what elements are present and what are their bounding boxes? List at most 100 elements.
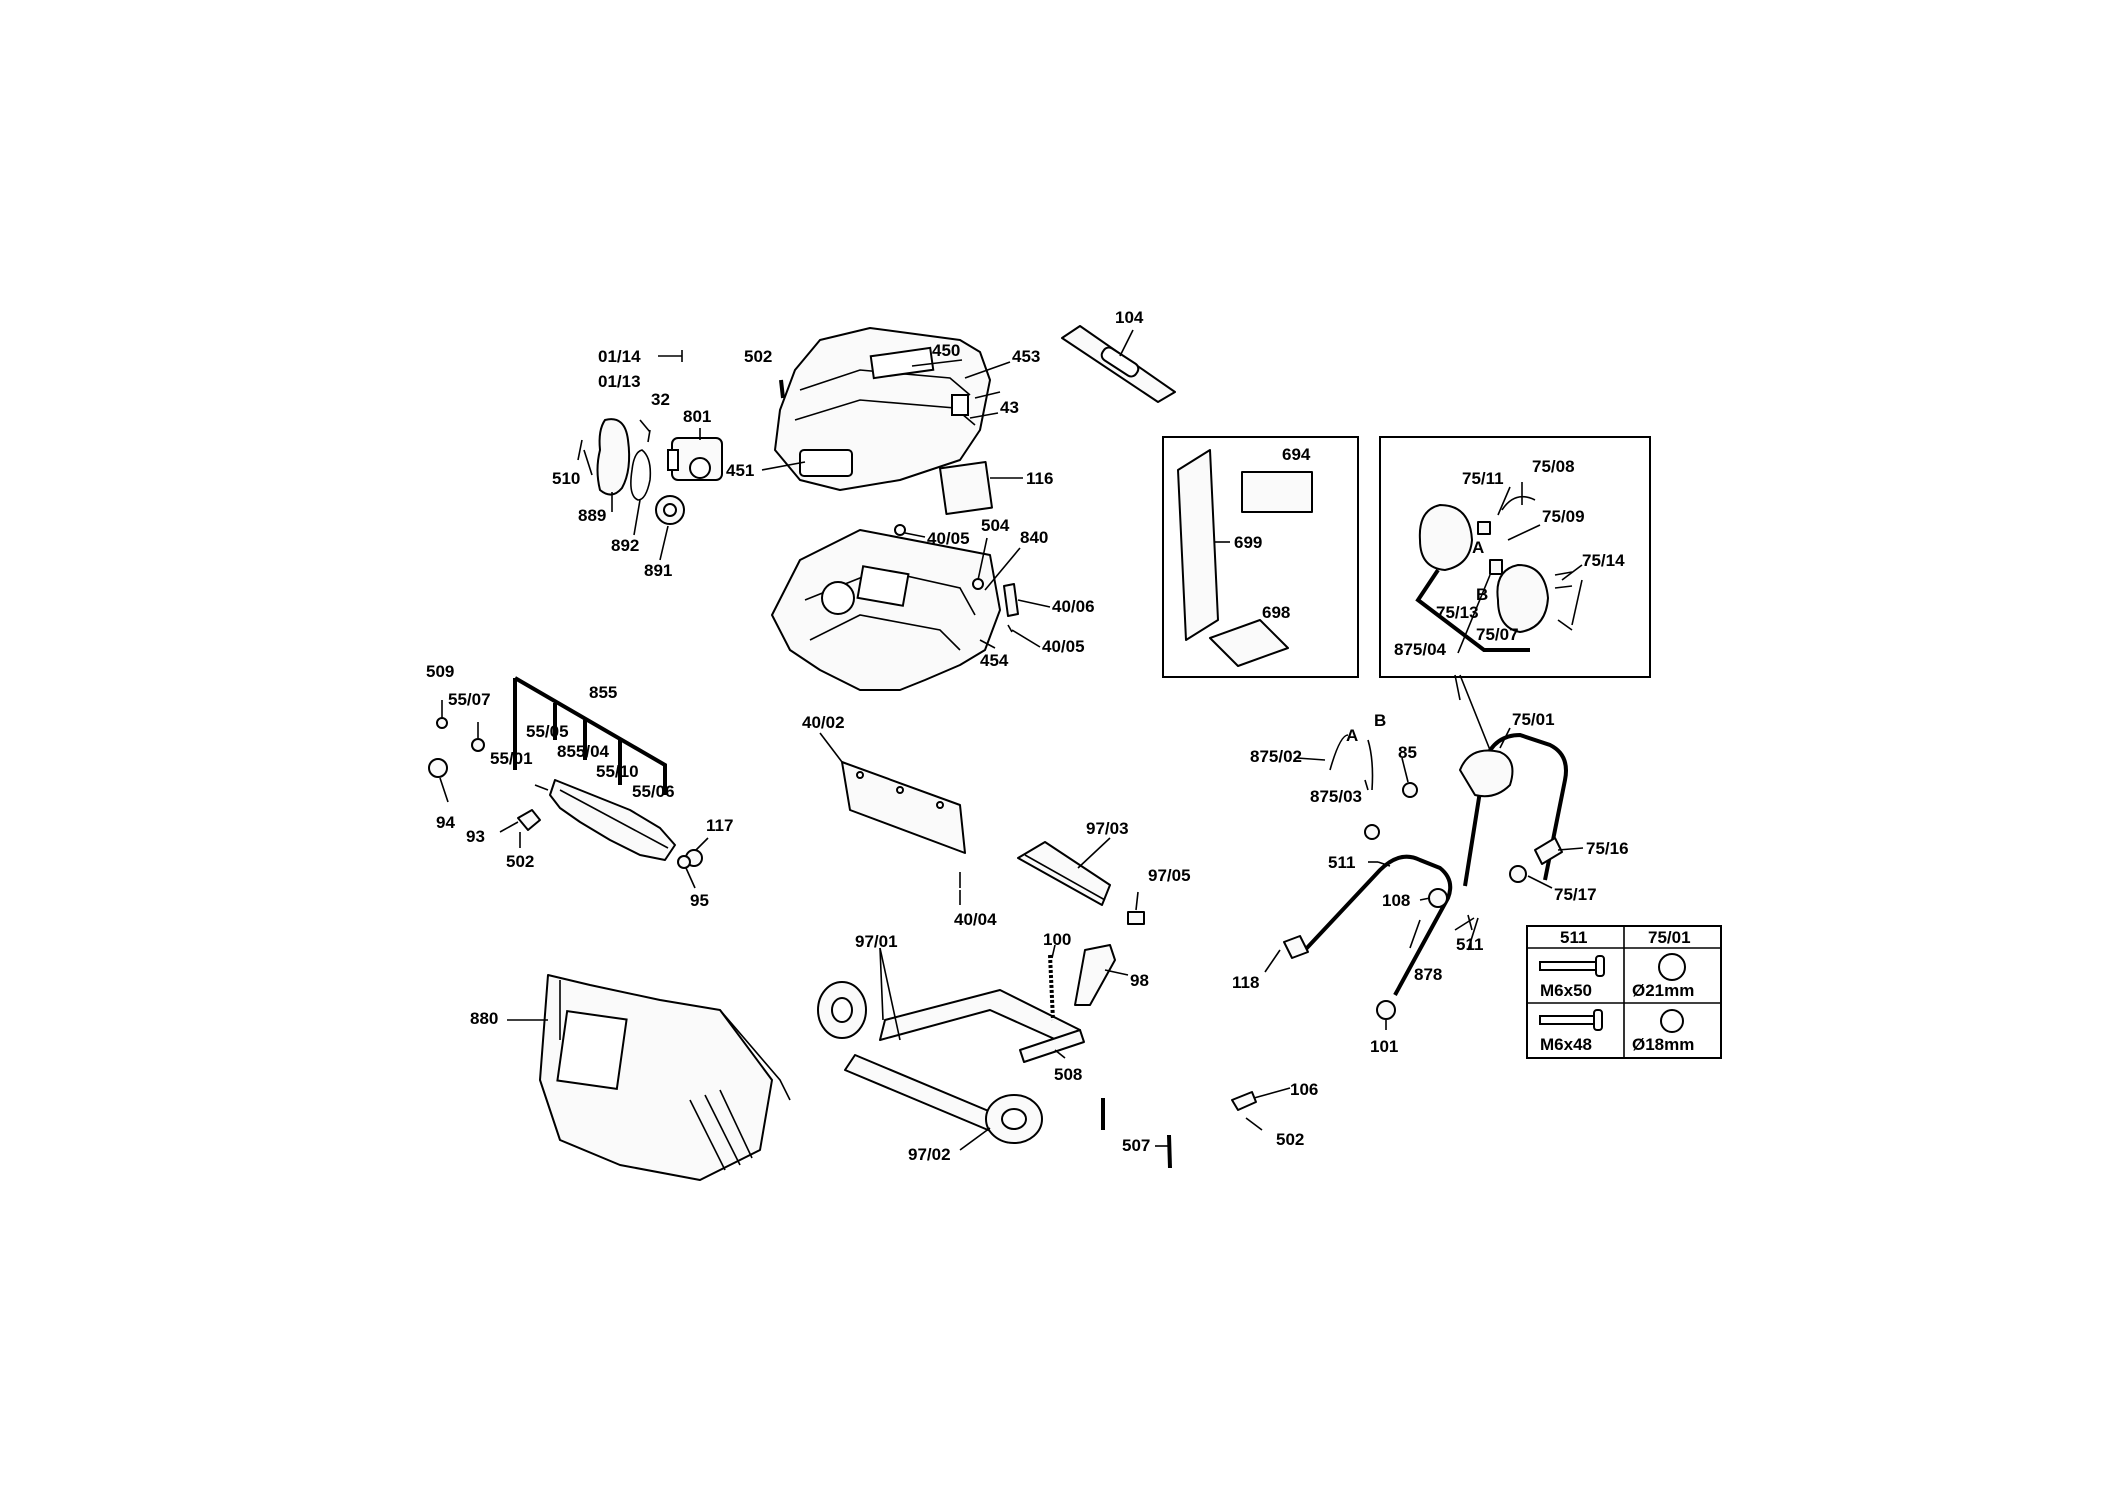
lever-98 — [1074, 944, 1116, 1006]
screw-510 — [577, 439, 583, 461]
wheel-left — [817, 981, 867, 1039]
bearing-94 — [428, 758, 448, 778]
label-B1: B — [1476, 585, 1488, 604]
label-A2: A — [1346, 726, 1358, 745]
bolt-icon-m6x48 — [1539, 1009, 1603, 1031]
label-9702: 97/02 — [908, 1145, 951, 1164]
label-5501: 55/01 — [490, 749, 533, 768]
label-509: 509 — [426, 662, 454, 681]
label-5510: 55/10 — [596, 762, 639, 781]
assembly-bracket-87504 — [1415, 568, 1530, 652]
leader-lines — [439, 329, 1584, 1151]
manual-box — [1162, 436, 1359, 678]
label-104: 104 — [1115, 308, 1144, 327]
label-454: 454 — [980, 651, 1009, 670]
label-117: 117 — [706, 816, 733, 835]
table-dia-1: Ø18mm — [1632, 1035, 1694, 1054]
label-510: 510 — [552, 469, 580, 488]
label-507: 507 — [1122, 1136, 1150, 1155]
label-5506: 55/06 — [632, 782, 675, 801]
filter-116 — [939, 461, 993, 515]
screws-7514 — [1554, 571, 1573, 631]
label-85504: 855/04 — [557, 742, 610, 761]
clip-106 — [1231, 1091, 1257, 1111]
label-880: 880 — [470, 1009, 498, 1028]
label-98: 98 — [1130, 971, 1149, 990]
grass-box-880 — [539, 974, 791, 1181]
knob-108 — [1428, 888, 1448, 908]
chassis-deck — [771, 524, 1001, 691]
axle-frame-9701 — [844, 989, 1081, 1136]
label-9705: 97/05 — [1148, 866, 1191, 885]
label-698: 698 — [1262, 603, 1290, 622]
label-7517: 75/17 — [1554, 885, 1597, 904]
knob-118 — [1283, 935, 1309, 959]
label-87502: 875/02 — [1250, 747, 1302, 766]
screw-4005 — [1007, 624, 1013, 633]
pulley-891 — [655, 495, 685, 525]
label-32: 32 — [651, 390, 670, 409]
label-511a: 511 — [1328, 853, 1355, 872]
nut-509 — [436, 717, 448, 729]
wheel-9702 — [985, 1094, 1043, 1144]
label-94: 94 — [436, 813, 455, 832]
screw-0113 — [639, 419, 651, 433]
label-508: 508 — [1054, 1065, 1082, 1084]
label-87503: 875/03 — [1310, 787, 1362, 806]
belt-889 — [596, 418, 631, 496]
label-93: 93 — [466, 827, 485, 846]
label-889: 889 — [578, 506, 606, 525]
table-col-511: 511 — [1560, 928, 1587, 947]
label-5507: 55/07 — [448, 690, 491, 709]
motor-801 — [667, 437, 723, 481]
knob-7517 — [1509, 865, 1527, 883]
clamp-7516 — [1534, 837, 1563, 865]
label-891: 891 — [644, 561, 672, 580]
knob-101 — [1376, 1000, 1396, 1020]
label-502c: 502 — [1276, 1130, 1304, 1149]
switch-7513 — [1489, 559, 1503, 575]
label-7507: 75/07 — [1476, 625, 1519, 644]
belt-892 — [630, 449, 652, 501]
handle-lower-878 — [1303, 854, 1453, 996]
label-7514: 75/14 — [1582, 551, 1625, 570]
manual-699 — [1177, 449, 1219, 641]
brush-roller-9703 — [1017, 841, 1111, 906]
bolt-507 — [1101, 1098, 1172, 1169]
scarifier-roll-5501 — [549, 779, 676, 861]
label-450: 450 — [932, 341, 960, 360]
label-504: 504 — [981, 516, 1010, 535]
switch-box — [1379, 436, 1651, 678]
label-95: 95 — [690, 891, 709, 910]
label-100: 100 — [1043, 930, 1071, 949]
deflector-4002 — [841, 761, 966, 854]
label-87504: 875/04 — [1394, 640, 1447, 659]
bracket-508 — [1019, 1029, 1085, 1063]
switch-7511 — [1477, 521, 1491, 535]
label-118: 118 — [1232, 973, 1259, 992]
label-A1: A — [1472, 538, 1484, 557]
bolt-9705 — [1127, 911, 1145, 925]
dia-circle-21mm — [1658, 953, 1686, 981]
label-840: 840 — [1020, 528, 1048, 547]
label-0114: 01/14 — [598, 347, 641, 366]
label-7509: 75/09 — [1542, 507, 1585, 526]
dia-circle-18mm — [1660, 1009, 1684, 1033]
switch-housing-right — [1496, 564, 1549, 633]
bearing-95 — [677, 855, 691, 869]
sticker-698 — [1209, 619, 1289, 667]
switch-housing-left — [1418, 504, 1473, 571]
label-7516: 75/16 — [1586, 839, 1629, 858]
label-801: 801 — [683, 407, 711, 426]
label-892: 892 — [611, 536, 639, 555]
label-101: 101 — [1370, 1037, 1398, 1056]
screw-502a — [779, 379, 785, 399]
cover-plate-104 — [1061, 325, 1176, 403]
label-4005a: 40/05 — [927, 529, 970, 548]
label-451: 451 — [726, 461, 754, 480]
label-B2: B — [1374, 711, 1386, 730]
hood-cover — [774, 327, 991, 491]
washer-5507 — [471, 738, 485, 752]
label-4002: 40/02 — [802, 713, 845, 732]
clip-43 — [974, 391, 1001, 399]
